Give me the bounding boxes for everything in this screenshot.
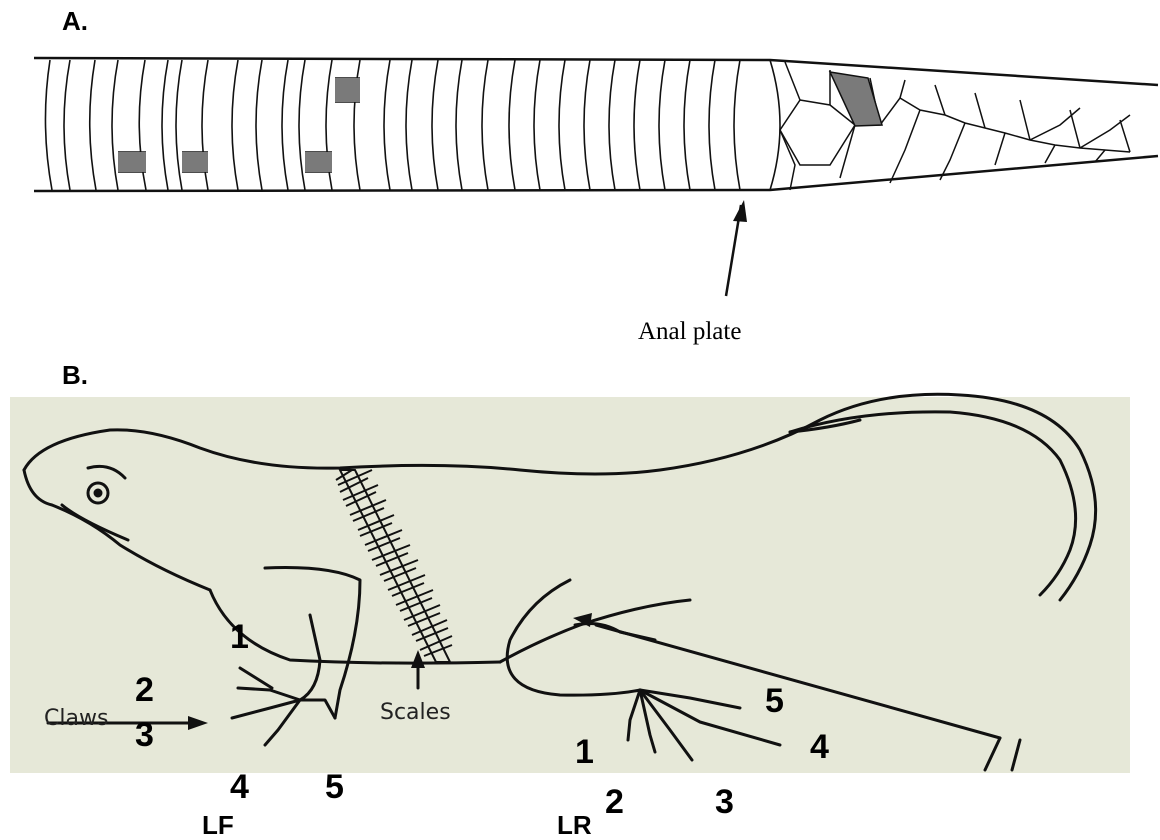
front-digit-5: 5 (325, 770, 344, 804)
rear-foot-code: LR (557, 812, 592, 838)
front-digit-3: 3 (135, 718, 154, 752)
front-digit-4: 4 (230, 770, 249, 804)
rear-digit-5: 5 (765, 684, 784, 718)
rear-digit-4: 4 (810, 730, 829, 764)
front-digit-2: 2 (135, 673, 154, 707)
front-digit-1: 1 (230, 620, 249, 654)
rear-digit-2: 2 (605, 785, 624, 819)
front-foot-code: LF (202, 812, 234, 838)
rear-digit-1: 1 (575, 735, 594, 769)
scales-label: Scales (380, 700, 451, 725)
rear-digit-3: 3 (715, 785, 734, 819)
claws-label: Claws (44, 706, 108, 731)
